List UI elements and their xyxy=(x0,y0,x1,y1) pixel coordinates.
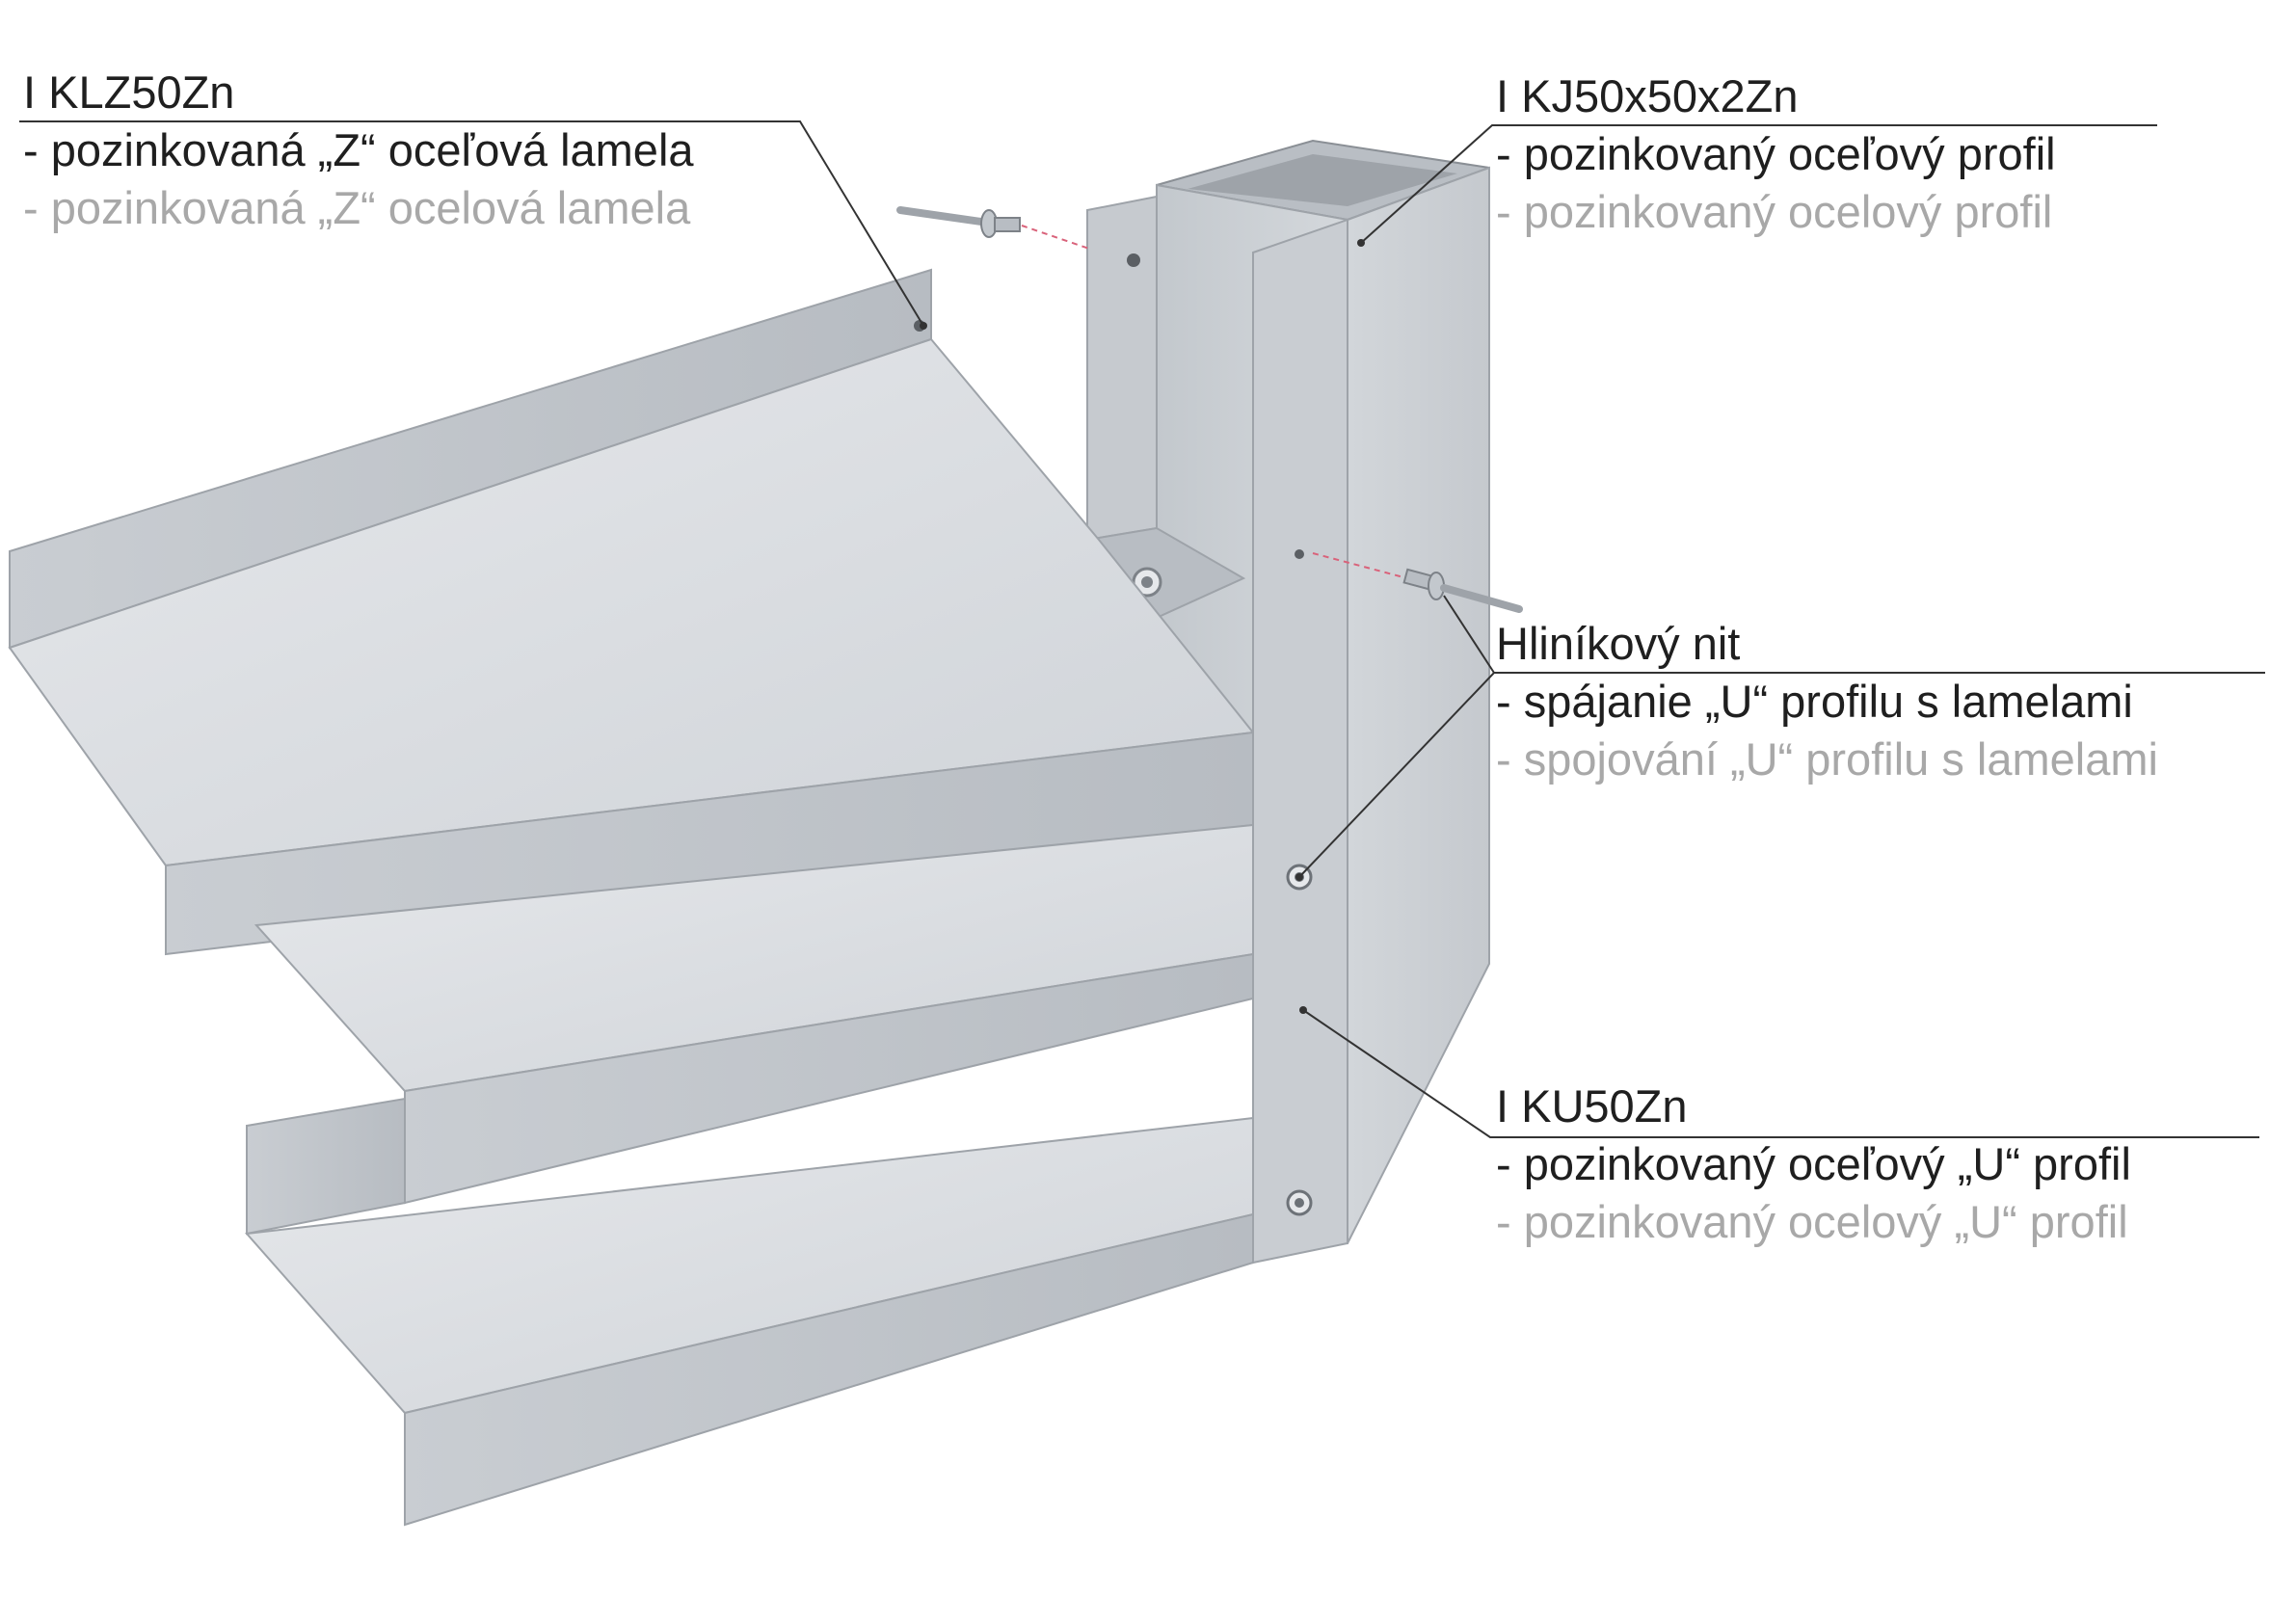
label-rivet-code: Hliníkový nit xyxy=(1496,618,1741,669)
label-kj-code: I KJ50x50x2Zn xyxy=(1496,70,1799,121)
rivet-upper-left xyxy=(896,206,1090,250)
label-klz-cz: - pozinkovaná „Z“ ocelová lamela xyxy=(23,182,691,233)
label-ku: I KU50Zn - pozinkovaný oceľový „U“ profi… xyxy=(1496,1078,2131,1251)
label-klz: I KLZ50Zn - pozinkovaná „Z“ oceľová lame… xyxy=(23,64,694,237)
label-kj: I KJ50x50x2Zn - pozinkovaný oceľový prof… xyxy=(1496,67,2056,241)
label-rivet: Hliníkový nit - spájanie „U“ profilu s l… xyxy=(1496,615,2158,788)
label-rivet-sk: - spájanie „U“ profilu s lamelami xyxy=(1496,676,2133,727)
leader-rivet-top xyxy=(1443,595,1495,674)
leader-klz xyxy=(19,120,924,327)
top-lamella-surface xyxy=(8,337,1255,867)
post-right-face xyxy=(1347,166,1490,1244)
label-rivet-cz: - spojování „U“ profilu s lamelami xyxy=(1496,733,2158,785)
bottom-lamella-back-flange xyxy=(246,1097,406,1236)
rivet-right xyxy=(1312,552,1523,613)
post-top-hollow xyxy=(1188,154,1457,206)
label-klz-code: I KLZ50Zn xyxy=(23,67,235,118)
label-ku-sk: - pozinkovaný oceľový „U“ profil xyxy=(1496,1138,2131,1189)
label-kj-sk: - pozinkovaný oceľový profil xyxy=(1496,128,2056,179)
label-ku-code: I KU50Zn xyxy=(1496,1080,1688,1131)
top-lamella xyxy=(8,268,1255,956)
leader-kj xyxy=(1360,124,2157,244)
label-kj-cz: - pozinkovaný ocelový profil xyxy=(1496,186,2053,237)
middle-lamella xyxy=(254,823,1254,1205)
label-ku-cz: - pozinkovaný ocelový „U“ profil xyxy=(1496,1196,2128,1247)
bottom-lamella xyxy=(244,1097,1254,1527)
leader-lines xyxy=(19,120,2265,1138)
label-klz-sk: - pozinkovaná „Z“ oceľová lamela xyxy=(23,124,694,175)
u-profile-front xyxy=(1252,218,1348,1265)
leader-ku xyxy=(1302,1009,2259,1138)
